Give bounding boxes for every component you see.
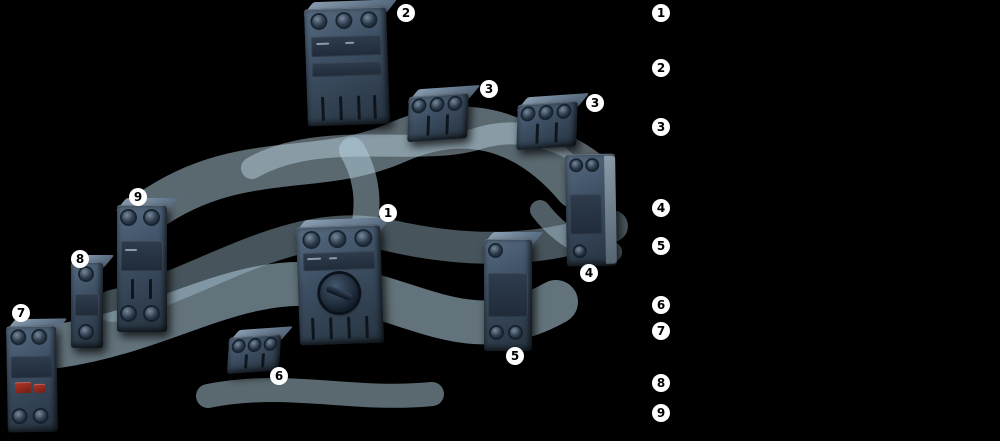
label-panel: [310, 34, 382, 58]
legend-number-1: 1: [652, 4, 670, 22]
knob-handle: [325, 284, 354, 302]
label-panel: [569, 193, 603, 235]
component-8-aux-module: [69, 255, 115, 348]
label-panel: [10, 355, 53, 379]
label-marking: [125, 249, 137, 251]
component-1-motor-starter-protector-main: [294, 217, 392, 346]
callout-9: 9: [129, 188, 147, 206]
legend-number-2: 2: [652, 59, 670, 77]
terminal-screw: [510, 327, 521, 338]
label-marking: [329, 257, 338, 260]
callout-3b: 3: [586, 94, 604, 112]
legend-number-6: 6: [652, 296, 670, 314]
terminal-screw: [490, 245, 501, 256]
label-panel: [121, 241, 163, 271]
terminal-screw: [122, 211, 135, 224]
callout-5: 5: [506, 347, 524, 365]
terminal-screw: [145, 211, 158, 224]
terminal-screw: [145, 307, 158, 320]
legend-number-4: 4: [652, 199, 670, 217]
terminal-screw: [571, 160, 582, 171]
red-indicator: [34, 383, 46, 393]
module-side-face: [604, 155, 617, 264]
callout-3a: 3: [480, 80, 498, 98]
component-9-aux-module: [115, 198, 179, 332]
terminal-screw: [80, 326, 92, 338]
label-panel: [311, 60, 383, 78]
component-4-side-mount-module: [565, 153, 617, 267]
callout-6: 6: [270, 367, 288, 385]
vent-slot: [131, 279, 134, 299]
component-3-aux-switch-block: [407, 84, 481, 143]
label-marking: [345, 41, 355, 45]
legend-number-9: 9: [652, 404, 670, 422]
terminal-screw: [491, 327, 502, 338]
callout-4: 4: [580, 264, 598, 282]
terminal-screw: [574, 246, 585, 257]
component-7-trip-indicator-module: [4, 318, 68, 433]
callout-8: 8: [71, 250, 89, 268]
legend-number-5: 5: [652, 237, 670, 255]
legend-number-3: 3: [652, 118, 670, 136]
label-panel: [302, 250, 376, 272]
callout-2: 2: [397, 4, 415, 22]
component-5-side-mount-module: [482, 232, 544, 351]
terminal-screw: [122, 307, 135, 320]
legend-number-7: 7: [652, 322, 670, 340]
legend-number-8: 8: [652, 374, 670, 392]
label-panel: [75, 294, 99, 316]
callout-1: 1: [379, 204, 397, 222]
red-indicator: [15, 382, 32, 394]
callout-7: 7: [12, 304, 30, 322]
component-3-aux-switch-block: [516, 92, 590, 151]
component-2-motor-starter-protector: [302, 0, 398, 127]
vent-slot: [149, 279, 152, 299]
label-panel: [488, 273, 528, 317]
terminal-screw: [80, 268, 92, 280]
